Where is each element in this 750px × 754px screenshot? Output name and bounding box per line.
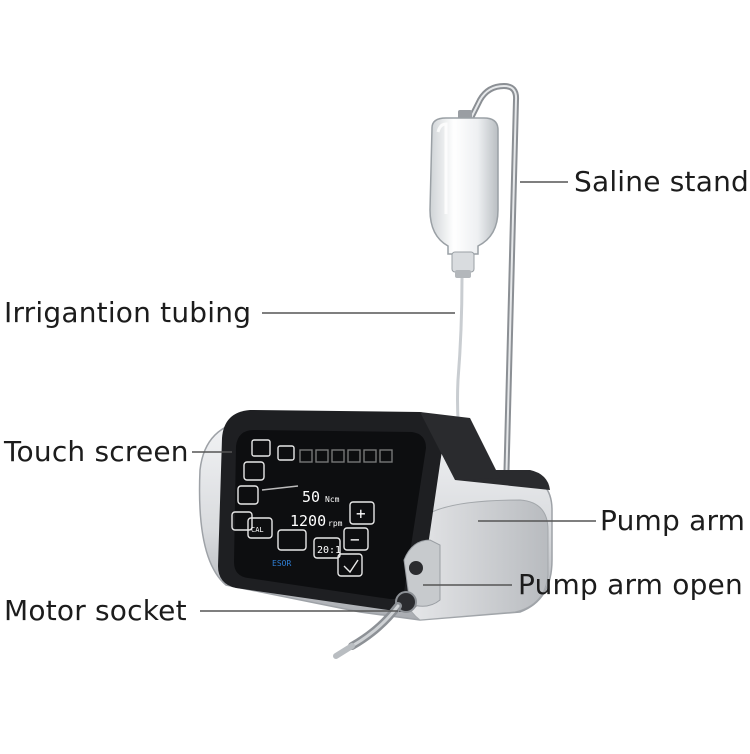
- program-icon: [251, 439, 271, 457]
- saline-stand-label: Saline stand: [574, 165, 750, 198]
- motor-socket-label: Motor socket: [4, 594, 187, 627]
- speed-unit: rpm: [328, 519, 343, 528]
- touch-screen-label: Touch screen: [4, 435, 189, 468]
- irrigation-level-button: [277, 529, 307, 551]
- touch-screen: [218, 410, 500, 612]
- confirm-button: [337, 553, 363, 577]
- screen-ui: [231, 439, 393, 577]
- volume-icon: [231, 511, 253, 531]
- plus-symbol: +: [356, 504, 366, 523]
- light-icon: [237, 485, 259, 505]
- speed-value: 1200: [290, 512, 326, 530]
- check-icon: [343, 559, 359, 574]
- screen-labels: 50 Ncm 1200 rpm CAL 20:1 + − ESOR: [251, 488, 366, 568]
- level-bars: [299, 449, 393, 463]
- pump-arm-open-label: Pump arm open: [518, 568, 743, 601]
- handpiece-icon: [243, 461, 265, 481]
- leader-lines: [192, 181, 596, 612]
- ratio-label: 20:1: [317, 545, 341, 556]
- minus-symbol: −: [350, 530, 360, 549]
- torque-value: 50: [302, 488, 320, 506]
- cal-button: [247, 517, 273, 539]
- torque-unit: Ncm: [325, 495, 340, 504]
- saline-bottle: [429, 110, 499, 278]
- brand-logo: ESOR: [272, 559, 291, 568]
- irrigation-tubing-label: Irrigantion tubing: [4, 296, 252, 329]
- pump-arm: [403, 539, 441, 607]
- minus-button: [343, 527, 369, 551]
- plus-button: [349, 501, 375, 525]
- ratio-button: [313, 537, 341, 559]
- motor-socket: [333, 591, 417, 659]
- pump-arm-open-button: [409, 561, 423, 575]
- pump-arm-label: Pump arm: [600, 504, 746, 537]
- cal-label: CAL: [251, 526, 264, 534]
